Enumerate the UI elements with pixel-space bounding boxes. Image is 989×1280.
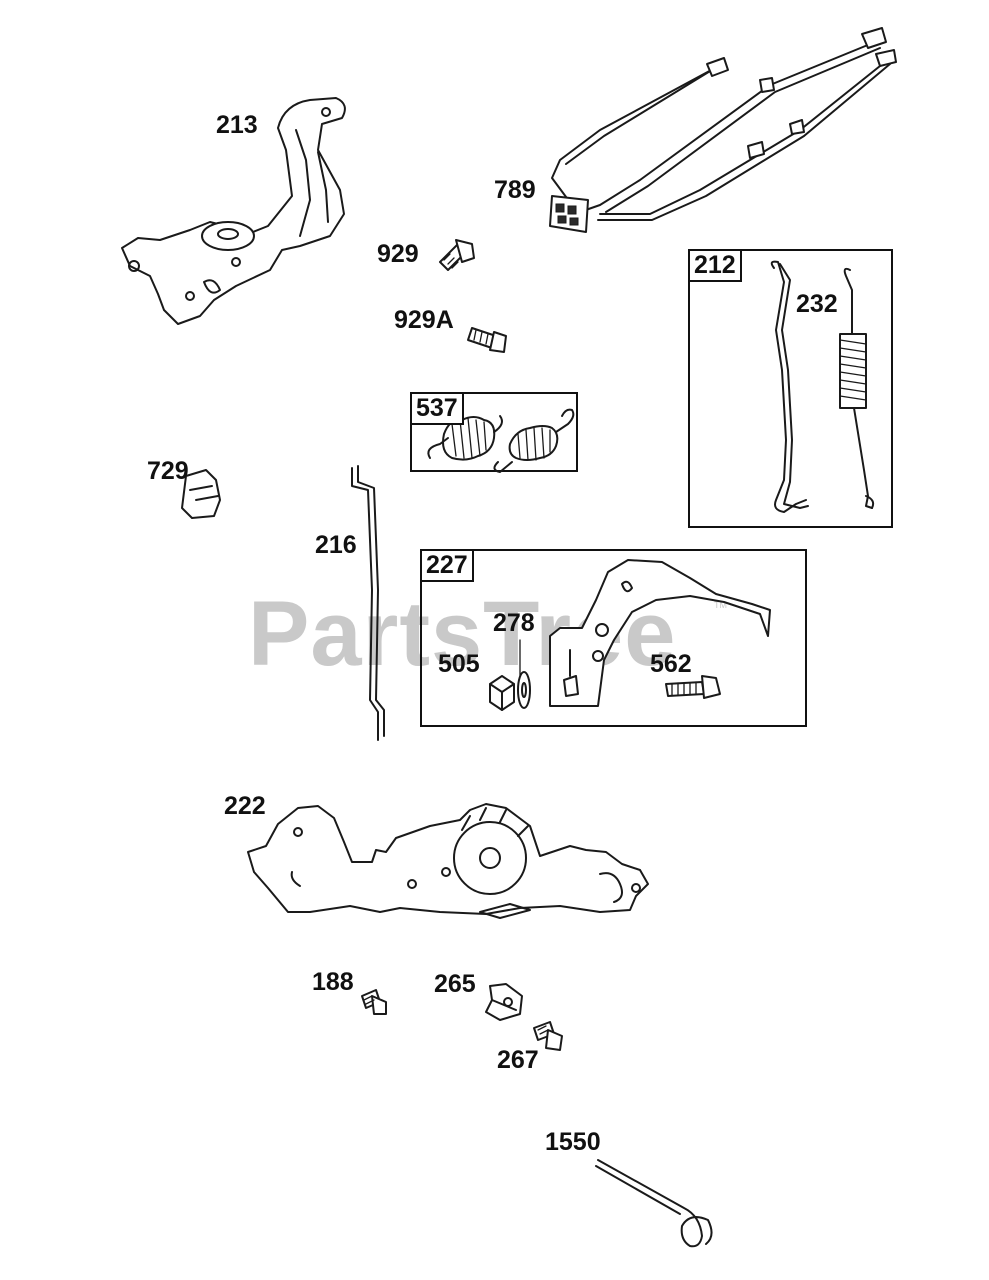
label-729: 729: [147, 457, 189, 485]
springs-537[interactable]: [427, 408, 575, 473]
label-1550: 1550: [545, 1128, 601, 1156]
label-188: 188: [312, 968, 354, 996]
control-plate-222[interactable]: [247, 803, 649, 919]
label-232: 232: [796, 290, 838, 318]
label-929: 929: [377, 240, 419, 268]
washer-278[interactable]: [517, 639, 531, 709]
group-box-537: [410, 392, 578, 472]
label-212: 212: [690, 251, 742, 282]
group-box-212: [688, 249, 893, 528]
label-267: 267: [497, 1046, 539, 1074]
label-278: 278: [493, 609, 535, 637]
label-505: 505: [438, 650, 480, 678]
wire-harness-789[interactable]: [549, 27, 897, 233]
label-216: 216: [315, 531, 357, 559]
label-789: 789: [494, 176, 536, 204]
bracket-213[interactable]: [121, 97, 346, 325]
label-213: 213: [216, 111, 258, 139]
screw-267[interactable]: [533, 1021, 563, 1051]
nut-505[interactable]: [489, 675, 515, 711]
label-537: 537: [412, 394, 464, 425]
screw-929a[interactable]: [467, 327, 507, 353]
bracket-265[interactable]: [485, 983, 523, 1021]
clip-729[interactable]: [181, 469, 221, 519]
group-box-227: [420, 549, 807, 727]
watermark-trademark: TM: [714, 600, 727, 610]
label-929a: 929A: [394, 306, 454, 334]
label-227: 227: [422, 551, 474, 582]
label-222: 222: [224, 792, 266, 820]
throttle-bracket-227[interactable]: [549, 559, 771, 707]
link-rod-212[interactable]: [770, 260, 809, 513]
screw-562[interactable]: [665, 675, 721, 699]
pin-1550[interactable]: [595, 1159, 713, 1248]
label-265: 265: [434, 970, 476, 998]
spring-232[interactable]: [839, 267, 875, 509]
screw-929[interactable]: [439, 239, 475, 271]
screw-188[interactable]: [361, 989, 387, 1015]
rod-216[interactable]: [351, 465, 385, 741]
label-562: 562: [650, 650, 692, 678]
